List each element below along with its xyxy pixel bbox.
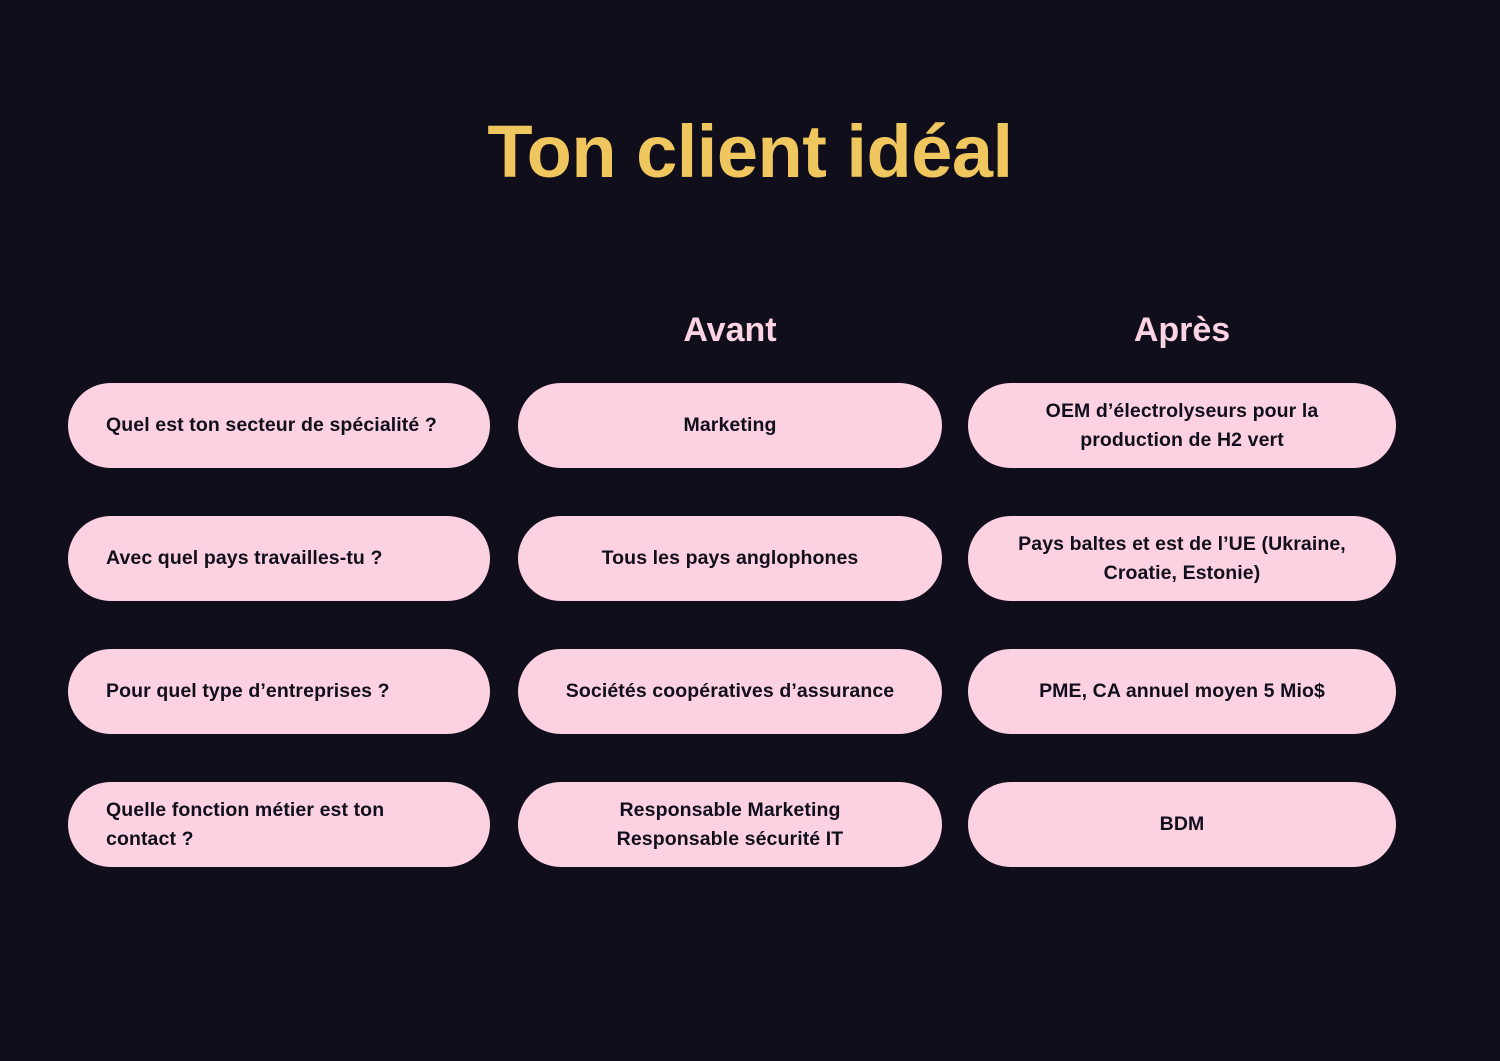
before-pill[interactable]: Marketing — [518, 383, 942, 468]
question-text: Quelle fonction métier est ton contact ? — [106, 799, 385, 850]
question-pill[interactable]: Quel est ton secteur de spécialité ? — [68, 383, 490, 468]
column-header-apres: Après — [1133, 311, 1231, 349]
before-text: Tous les pays anglophones — [601, 547, 859, 570]
table-row: Pour quel type d’entreprises ? Sociétés … — [68, 649, 1396, 734]
after-pill[interactable]: OEM d’électrolyseurs pour la production … — [968, 383, 1396, 468]
question-text: Avec quel pays travailles-tu ? — [106, 547, 383, 570]
table-row: Avec quel pays travailles-tu ? Tous les … — [68, 516, 1396, 601]
column-headers: Avant Après — [0, 303, 1500, 357]
question-pill[interactable]: Pour quel type d’entreprises ? — [68, 649, 490, 734]
page-title: Ton client idéal — [487, 110, 1013, 193]
before-pill[interactable]: Sociétés coopératives d’assurance — [518, 649, 942, 734]
question-text: Quel est ton secteur de spécialité ? — [106, 414, 437, 437]
before-text: Marketing — [683, 414, 777, 437]
after-text: OEM d’électrolyseurs pour la production … — [1045, 400, 1319, 451]
comparison-grid: Quel est ton secteur de spécialité ? Mar… — [68, 383, 1396, 867]
after-pill[interactable]: BDM — [968, 782, 1396, 867]
after-text: BDM — [1159, 813, 1205, 836]
after-text: PME, CA annuel moyen 5 Mio$ — [1039, 680, 1325, 703]
before-pill[interactable]: Tous les pays anglophones — [518, 516, 942, 601]
table-row: Quelle fonction métier est ton contact ?… — [68, 782, 1396, 867]
before-text: Sociétés coopératives d’assurance — [565, 680, 895, 703]
question-pill[interactable]: Quelle fonction métier est ton contact ? — [68, 782, 490, 867]
column-header-avant: Avant — [683, 311, 777, 349]
table-row: Quel est ton secteur de spécialité ? Mar… — [68, 383, 1396, 468]
after-pill[interactable]: PME, CA annuel moyen 5 Mio$ — [968, 649, 1396, 734]
after-pill[interactable]: Pays baltes et est de l’UE (Ukraine, Cro… — [968, 516, 1396, 601]
after-text: Pays baltes et est de l’UE (Ukraine, Cro… — [1018, 533, 1346, 584]
question-text: Pour quel type d’entreprises ? — [106, 680, 390, 703]
question-pill[interactable]: Avec quel pays travailles-tu ? — [68, 516, 490, 601]
